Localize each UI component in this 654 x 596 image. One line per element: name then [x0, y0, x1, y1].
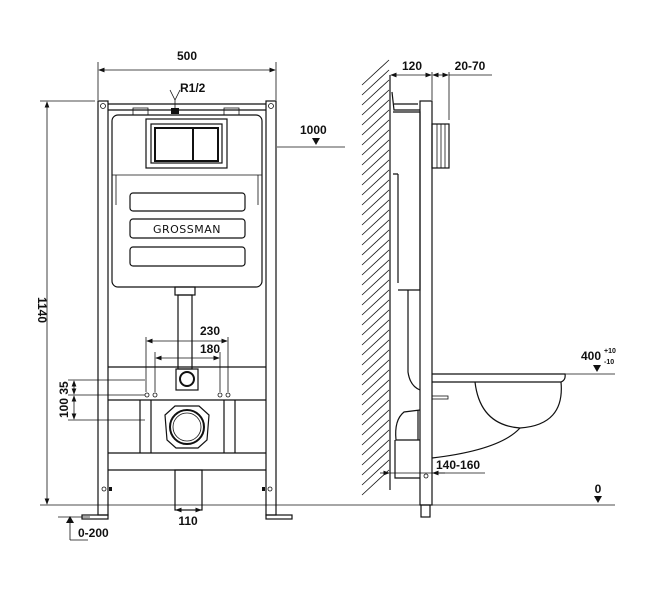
- hatch-line: [361, 379, 390, 406]
- hatch-line: [361, 319, 390, 346]
- brand-label: GROSSMAN: [153, 223, 221, 236]
- slot-bottom: [129, 246, 246, 267]
- slot-top: [129, 192, 246, 212]
- offset-bottom-label: 100: [57, 398, 71, 418]
- hatch-line: [361, 169, 390, 196]
- hatch-line: [361, 109, 390, 136]
- hatch-line: [361, 149, 390, 176]
- foot-adjust-label: 0-200: [78, 526, 109, 540]
- spacing-inner-label: 180: [200, 342, 220, 356]
- hatch-line: [361, 369, 390, 396]
- hatch-line: [361, 419, 390, 446]
- hatch-line: [361, 129, 390, 156]
- hatch-line: [361, 69, 390, 96]
- hatch-line: [361, 99, 390, 126]
- side-frame: [419, 100, 433, 506]
- inlet-label: R1/2: [180, 81, 206, 95]
- seat-tolerance-minus: -10: [604, 359, 614, 366]
- hatch-line: [361, 269, 390, 296]
- side-view: 120 20-70 400 +10 -10: [361, 59, 616, 518]
- wall-hatch: [361, 59, 390, 496]
- inlet: R1/2: [169, 81, 206, 114]
- hatch-line: [361, 339, 390, 366]
- hatch-line: [361, 329, 390, 356]
- spacing-outer-label: 230: [200, 324, 220, 338]
- offset-top-label: 35: [57, 381, 71, 395]
- hatch-line: [361, 179, 390, 206]
- floor-level-mark: 0: [594, 482, 602, 503]
- flush-plate: [145, 118, 228, 169]
- width-dimension: 500: [97, 49, 277, 100]
- hatch-line: [361, 469, 390, 496]
- hatch-line: [361, 249, 390, 276]
- front-view: 500 1140 R1/2 GROS: [35, 49, 345, 541]
- seat-tolerance-plus: +10: [604, 348, 616, 355]
- right-foot: [265, 514, 293, 520]
- width-label: 500: [177, 49, 197, 63]
- hatch-line: [361, 209, 390, 236]
- hatch-line: [361, 89, 390, 116]
- hatch-line: [361, 299, 390, 326]
- hatch-line: [361, 389, 390, 416]
- drain-width-label: 110: [178, 514, 198, 528]
- seat-height-label: 400: [581, 349, 601, 363]
- foot-adjust-dimension: 0-200: [58, 516, 109, 541]
- depth-dimensions: 120 20-70: [390, 59, 492, 120]
- hatch-line: [361, 459, 390, 486]
- hatch-line: [361, 119, 390, 146]
- flush-height-label: 1000: [300, 123, 327, 137]
- hatch-line: [361, 429, 390, 456]
- hatch-line: [361, 229, 390, 256]
- hatch-line: [361, 399, 390, 426]
- flush-height-mark: 1000: [277, 123, 345, 148]
- left-post: [97, 100, 109, 516]
- panel-offset-label: 20-70: [455, 59, 486, 73]
- hatch-line: [361, 189, 390, 216]
- hatch-line: [361, 219, 390, 246]
- height-label: 1140: [35, 297, 49, 323]
- drain-pipe: [174, 469, 203, 511]
- hatch-line: [361, 289, 390, 316]
- cistern: [111, 114, 263, 288]
- hatch-line: [361, 159, 390, 186]
- wall-gap-label: 140-160: [436, 458, 480, 472]
- hatch-line: [361, 139, 390, 166]
- right-post: [265, 100, 277, 516]
- hatch-line: [361, 239, 390, 266]
- wall-gap-dimension: 140-160: [380, 458, 485, 479]
- hatch-line: [361, 259, 390, 286]
- vertical-offset-dimensions: 35 100: [57, 379, 145, 421]
- depth-label: 120: [402, 59, 422, 73]
- hatch-line: [361, 59, 390, 86]
- hatch-line: [361, 359, 390, 386]
- height-dimension: 1140: [35, 100, 95, 505]
- brand-plate: [129, 218, 246, 239]
- drain-connector: [164, 405, 210, 449]
- floor-level-label: 0: [595, 482, 602, 496]
- seat-height-mark: 400 +10 -10: [565, 348, 616, 375]
- hatch-line: [361, 79, 390, 106]
- mount-holes: [144, 392, 231, 398]
- hatch-line: [361, 449, 390, 476]
- hatch-line: [361, 199, 390, 226]
- drain-width-dimension: 110: [175, 507, 202, 528]
- hatch-line: [361, 309, 390, 336]
- toilet-bowl: [431, 373, 566, 459]
- hatch-line: [361, 439, 390, 466]
- side-flush-plate: [431, 123, 450, 169]
- hatch-line: [361, 409, 390, 436]
- hatch-line: [361, 279, 390, 306]
- water-fitting: [175, 368, 199, 391]
- hatch-line: [361, 349, 390, 376]
- spacing-dimensions: 230 180: [145, 324, 229, 392]
